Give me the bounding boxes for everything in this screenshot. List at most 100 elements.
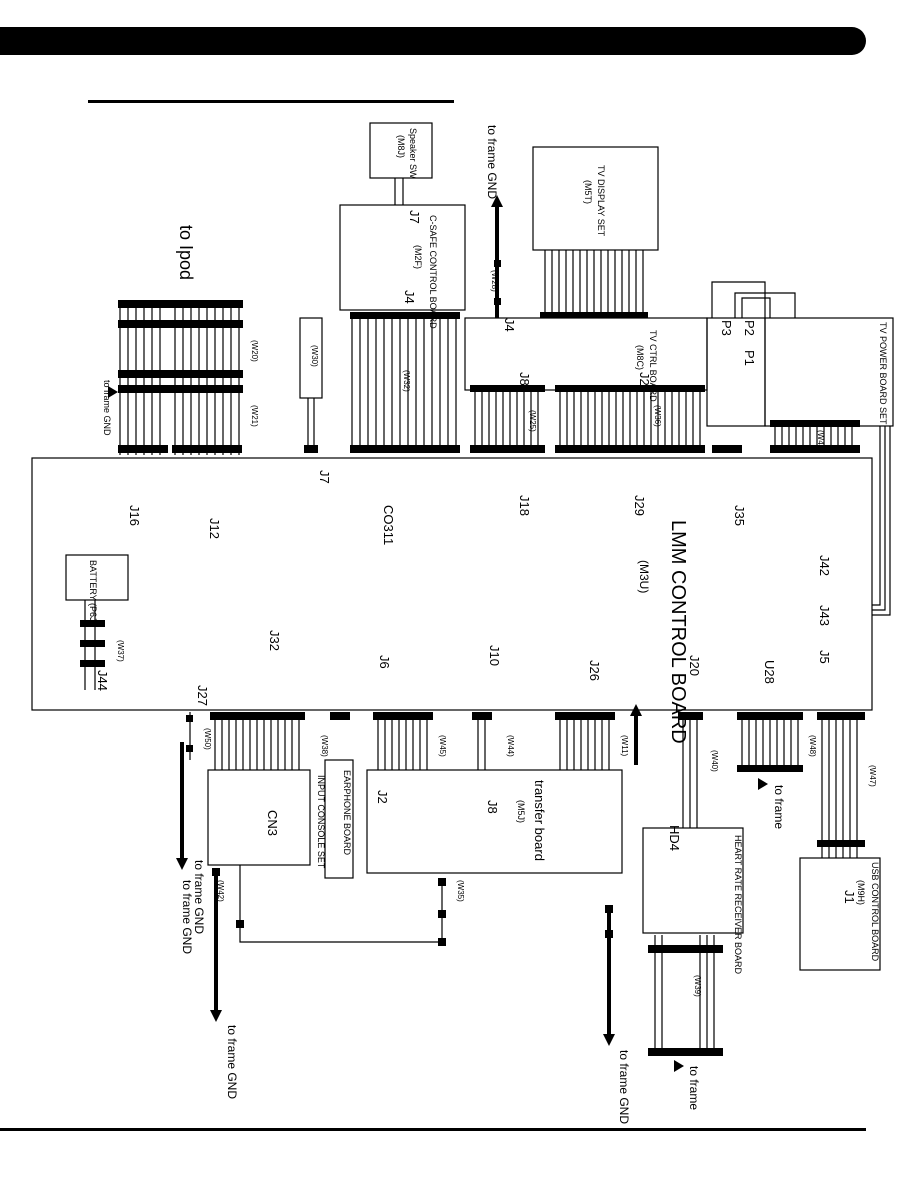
to-frame-hr: to frame — [687, 1066, 701, 1110]
hd4-label: HD4 — [667, 825, 682, 851]
csafe-board-box — [339, 204, 466, 311]
cable-w41: (W41) — [816, 430, 825, 452]
ipod-gnd-label: to frame GND — [102, 380, 112, 436]
cable-w40: (W40) — [710, 750, 719, 772]
tv-display-code: (M5T) — [583, 180, 593, 204]
csafe-cable-bundle — [351, 312, 457, 452]
j16-label: J16 — [127, 505, 142, 526]
speaker-switch-box — [369, 122, 433, 179]
u28-cable — [741, 712, 799, 770]
input-console-label: INPUT CONSOLE SET — [316, 775, 326, 869]
j7-module — [299, 317, 323, 399]
speaker-code: (M8J) — [396, 135, 406, 158]
p1-label: P1 — [742, 350, 757, 366]
tv-ctrl-label: TV CTRL BOARD — [648, 330, 658, 402]
j5-label: J5 — [817, 650, 832, 664]
cable-w36: (W36) — [653, 405, 662, 427]
tv-ctrl-cable — [474, 390, 701, 452]
transfer-code: (M5J) — [516, 800, 526, 823]
j10-label: J10 — [487, 645, 502, 666]
usb-board-box — [799, 857, 881, 971]
tv-ctrl-board-box — [464, 317, 708, 391]
heart-rate-label: HEART RATE RECEIVER BOARD — [733, 835, 743, 975]
earphone-label: EARPHONE BOARD — [342, 770, 352, 856]
u28-label: U28 — [762, 660, 777, 684]
cable-w11: (W11) — [620, 735, 629, 757]
heart-rate-cable — [654, 935, 715, 1052]
to-frame-u28: to frame — [772, 785, 786, 829]
j6-label: J6 — [377, 655, 392, 669]
cable-w47: (W47) — [868, 765, 877, 787]
p2-label: P2 — [742, 320, 757, 336]
frame-gnd-left-1: to frame GND — [192, 860, 206, 934]
ipod-cable-bundle — [119, 305, 240, 455]
j43-label: J43 — [817, 605, 832, 626]
j1-usb-label: J1 — [842, 890, 857, 904]
cable-w38: (W38) — [320, 735, 329, 757]
transfer-label: transfer board — [532, 780, 547, 861]
usb-label: USB CONTROL BOARD — [870, 862, 880, 962]
j29-label: J29 — [632, 495, 647, 516]
j35-label: J35 — [732, 505, 747, 526]
cable-w37: (W37) — [116, 640, 125, 662]
p1-p3-module — [706, 317, 766, 427]
cn3-label: CN3 — [265, 810, 280, 836]
j27-label: J27 — [195, 685, 210, 706]
cable-w35: (W35) — [456, 880, 465, 902]
tv-ctrl-code: (M8C) — [635, 345, 645, 370]
lmm-control-board — [31, 457, 873, 711]
frame-gnd-hr: to frame GND — [617, 1050, 631, 1124]
j26-label: J26 — [587, 660, 602, 681]
title-underline — [88, 100, 454, 103]
top-gnd-label: to frame GND — [485, 125, 499, 199]
transfer-cable — [377, 712, 610, 770]
cable-w44: (W44) — [506, 735, 515, 757]
cable-w25: (W25) — [528, 410, 537, 432]
j18-label: J18 — [517, 495, 532, 516]
frame-gnd-left-2: to frame GND — [180, 880, 194, 954]
usb-code: (M9H) — [856, 880, 866, 905]
j4-csafe-label: J4 — [402, 290, 417, 304]
cable-w30: (W30) — [310, 345, 319, 367]
tv-display-label: TV DISPLAY SET — [596, 165, 606, 237]
cable-w28: (W28) — [490, 270, 499, 292]
j4-tv-label: J4 — [502, 318, 517, 332]
input-console-box — [207, 769, 311, 866]
j7-top-label: J7 — [407, 210, 422, 224]
j42-label: J42 — [817, 555, 832, 576]
cable-w48: (W48) — [808, 735, 817, 757]
earphone-board-box — [324, 759, 354, 879]
co311-label: CO311 — [381, 505, 396, 545]
to-ipod-label: to Ipod — [176, 225, 196, 280]
heart-rate-board-box — [642, 827, 744, 934]
cable-w21: (W21) — [250, 405, 259, 427]
tv-power-board-box — [764, 317, 894, 427]
board-name: LMM CONTROL BOARD — [667, 520, 689, 744]
j20-label: J20 — [687, 655, 702, 676]
j44-label: J44 — [95, 670, 110, 691]
j8-transfer-label: J8 — [485, 800, 500, 814]
csafe-label: C-SAFE CONTROL BOARD — [428, 215, 438, 329]
usb-cable — [821, 712, 858, 858]
speaker-label: Speaker SW — [408, 128, 418, 179]
j12-label: J12 — [207, 518, 222, 539]
j2-transfer-label: J2 — [375, 790, 390, 804]
frame-gnd-bottom: to frame GND — [225, 1025, 239, 1099]
j32-label: J32 — [267, 630, 282, 651]
j2-tv-label: J2 — [637, 372, 652, 386]
cable-w20: (W20) — [250, 340, 259, 362]
tv-display-box — [532, 146, 659, 251]
tv-display-cable — [544, 250, 644, 315]
j7-label: J7 — [317, 470, 332, 484]
cable-w39: (W39) — [693, 975, 702, 997]
csafe-code: (M2F) — [413, 245, 423, 269]
j32-cable — [214, 712, 300, 770]
footer-rule — [0, 1128, 866, 1131]
battery-box — [65, 554, 129, 601]
p3-label: P3 — [719, 320, 734, 336]
cable-w50: (W50) — [203, 728, 212, 750]
j8-label: J8 — [517, 372, 532, 386]
board-code: (M3U) — [637, 560, 651, 593]
battery-label: BATTERY (P6J) — [88, 560, 98, 625]
